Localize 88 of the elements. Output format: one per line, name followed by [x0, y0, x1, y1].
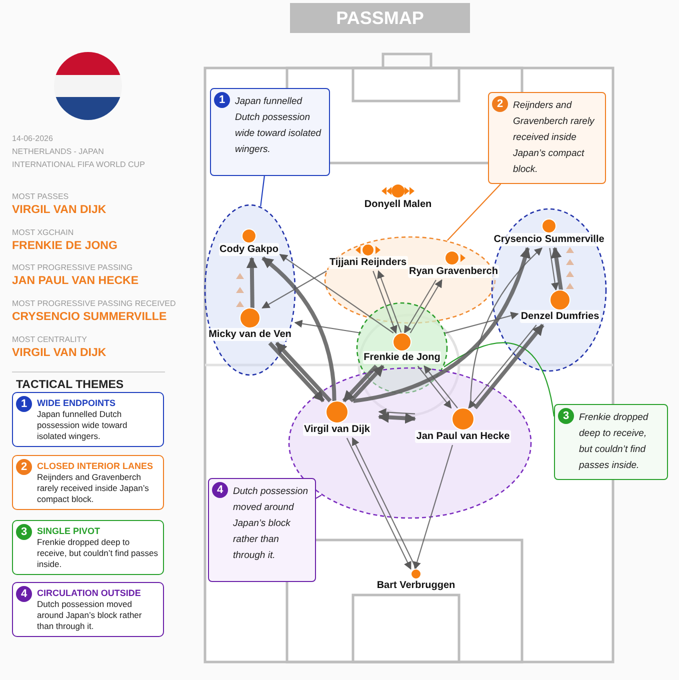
- pass-arrow: [410, 279, 442, 334]
- pass-arrow: [424, 365, 458, 408]
- pass-arrow: [294, 320, 362, 334]
- player-name: Tijjani Reijnders: [328, 256, 408, 269]
- player-name: Bart Verbruggen: [376, 579, 456, 592]
- theme-description: Frenkie dropped deep to receive, but couldn’t find passes inside.: [37, 537, 158, 570]
- pass-arrow: [404, 280, 436, 334]
- number-badge: 3: [558, 408, 574, 424]
- zone-ellipse: [204, 204, 296, 376]
- callout-box: [554, 404, 668, 480]
- zone-circle: [356, 302, 448, 394]
- player-name: Ryan Gravenberch: [408, 265, 499, 278]
- pass-arrow: [262, 270, 327, 308]
- number-badge: 4: [212, 482, 228, 498]
- pass-arrow: [262, 256, 336, 402]
- match-info: NETHERLANDS - JAPAN: [12, 146, 104, 157]
- title-banner: PASSMAP: [290, 3, 470, 33]
- stat-category: MOST CENTRALITY: [12, 334, 87, 345]
- callout-box: [488, 92, 606, 184]
- pass-arrow: [378, 412, 416, 424]
- pass-arrow: [550, 246, 563, 290]
- stat-category: MOST PASSES: [12, 191, 69, 202]
- theme-heading: WIDE ENDPOINTS: [37, 397, 117, 409]
- pass-arrow: [275, 342, 332, 402]
- pass-arrow: [346, 438, 412, 570]
- pass-arrow: [474, 324, 544, 410]
- pass-arrow: [342, 364, 378, 402]
- theme-description: Japan funnelled Dutch possession wide toward isolated wingers.: [37, 409, 128, 442]
- number-badge: 1: [214, 92, 230, 108]
- pass-arrow: [268, 342, 325, 402]
- zone-ellipse: [324, 236, 496, 324]
- pass-arrow: [413, 444, 454, 570]
- pass-arrow: [372, 270, 398, 334]
- match-info: 14-06-2026: [12, 133, 53, 144]
- pass-arrow: [349, 364, 385, 402]
- player-name: Donyell Malen: [363, 198, 433, 211]
- callout-text: Reijnders and Gravenberch rarely received inside Japan’s compact block.: [513, 99, 596, 177]
- stat-value: CRYSENCIO SUMMERVILLE: [12, 310, 167, 324]
- pass-arrow: [246, 256, 258, 308]
- theme-card: [12, 582, 164, 637]
- pass-arrow: [378, 408, 416, 416]
- stat-value: FRENKIE DE JONG: [12, 239, 118, 254]
- stat-category: MOST XGCHAIN: [12, 227, 74, 238]
- pass-arrow: [549, 248, 559, 291]
- callout-text: Dutch possession moved around Japan’s block rather than through it.: [233, 485, 309, 563]
- leader-line: [444, 342, 555, 416]
- callout-box: [210, 88, 330, 176]
- theme-heading: CLOSED INTERIOR LANES: [37, 460, 154, 472]
- callout-text: Frenkie dropped deep to receive, but couldn’t find passes inside.: [579, 411, 650, 473]
- player-name: Micky van de Ven: [208, 328, 292, 341]
- pass-arrow: [377, 270, 402, 334]
- stat-value: JAN PAUL VAN HECKE: [12, 274, 139, 288]
- theme-description: Dutch possession moved around Japan’s block rather than through it.: [37, 599, 143, 632]
- leader-line: [260, 176, 265, 206]
- theme-card: [12, 455, 164, 510]
- player-name: Frenkie de Jong: [362, 351, 442, 364]
- theme-card: [12, 520, 164, 575]
- pass-arrow: [444, 312, 519, 334]
- leader-line: [447, 184, 502, 241]
- pass-arrow: [352, 437, 417, 570]
- theme-card: [12, 392, 164, 447]
- callout-text: Japan funnelled Dutch possession wide toward isolated wingers.: [235, 95, 322, 157]
- theme-description: Reijnders and Gravenberch rarely received inside Japan’s compact block.: [37, 472, 150, 505]
- player-name: Crysencio Summerville: [492, 233, 606, 246]
- pass-arrow: [470, 247, 542, 408]
- player-name: Cody Gakpo: [218, 243, 280, 256]
- pass-arrow: [352, 246, 530, 403]
- player-name: Denzel Dumfries: [520, 310, 600, 323]
- section-heading: TACTICAL THEMES: [16, 378, 124, 392]
- stat-value: VIRGIL VAN DIJK: [12, 203, 106, 218]
- stat-value: VIRGIL VAN DIJK: [12, 346, 106, 360]
- player-name: Virgil van Dijk: [303, 423, 371, 436]
- number-badge: 3: [16, 524, 32, 540]
- number-badge: 2: [492, 96, 508, 112]
- pass-arrow: [417, 366, 452, 409]
- leader-line: [316, 494, 322, 499]
- match-info: INTERNATIONAL FIFA WORLD CUP: [12, 159, 145, 170]
- theme-heading: SINGLE PIVOT: [37, 525, 102, 537]
- stat-category: MOST PROGRESSIVE PASSING: [12, 262, 133, 273]
- theme-heading: CIRCULATION OUTSIDE: [37, 587, 142, 599]
- number-badge: 4: [16, 586, 32, 602]
- callout-box: [208, 478, 316, 582]
- pass-arrow: [468, 324, 537, 409]
- number-badge: 2: [16, 459, 32, 475]
- player-name: Jan Paul van Hecke: [415, 430, 511, 443]
- number-badge: 1: [16, 396, 32, 412]
- pass-arrow: [279, 254, 394, 334]
- stat-category: MOST PROGRESSIVE PASSING RECEIVED: [12, 298, 176, 309]
